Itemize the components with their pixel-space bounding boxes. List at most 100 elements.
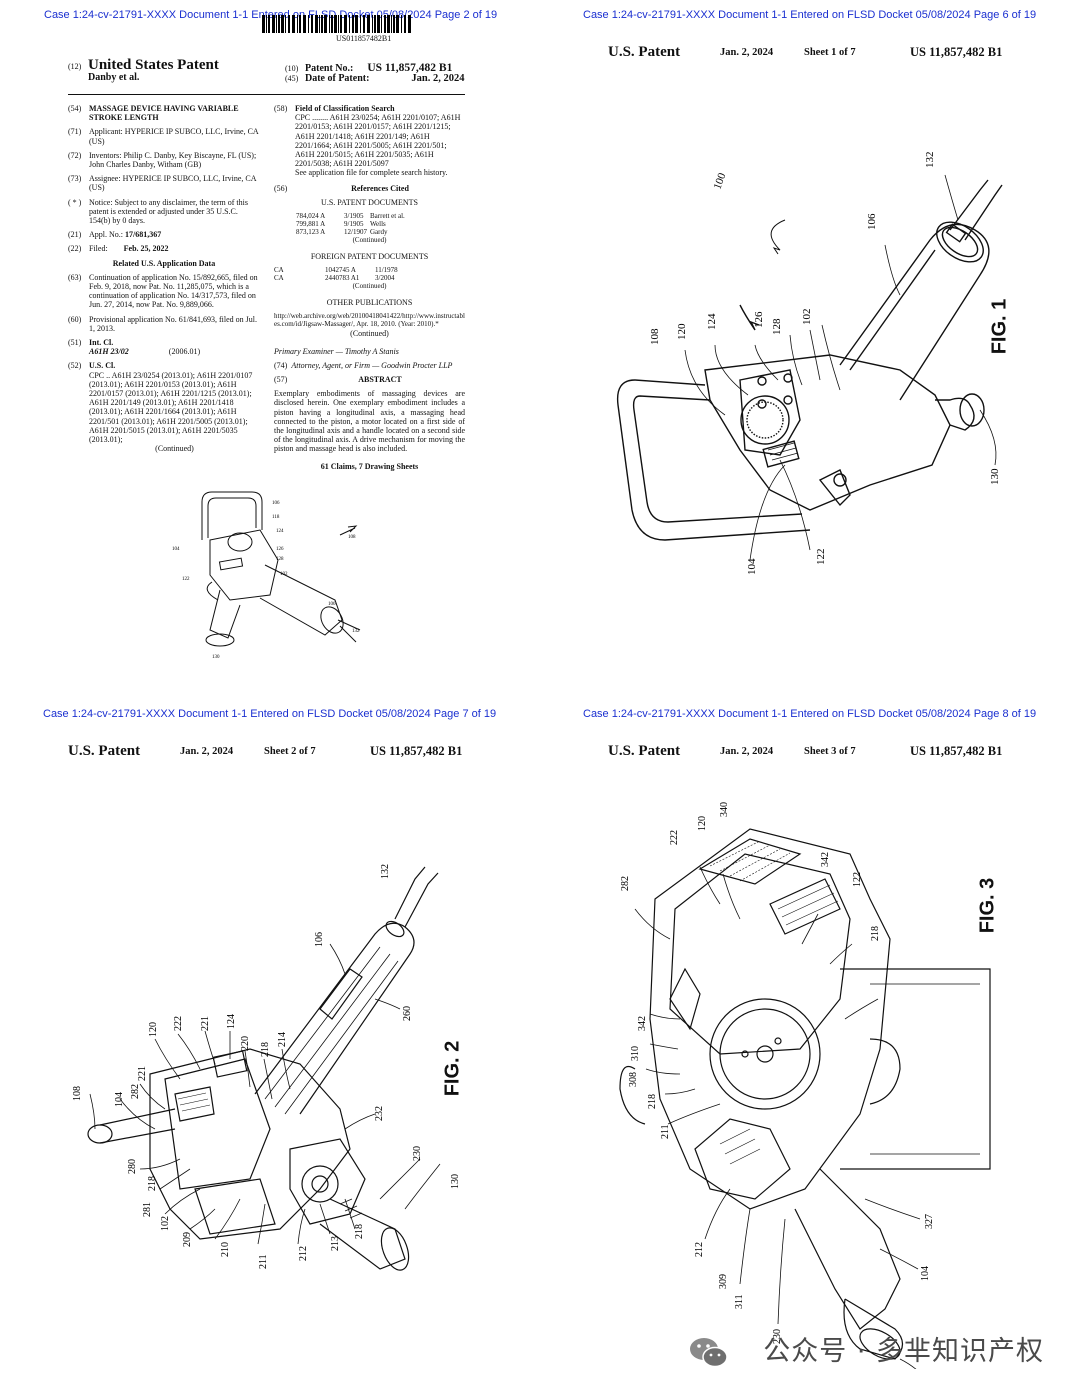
- ref-label: 132: [352, 629, 360, 634]
- other-pubs-title: OTHER PUBLICATIONS: [326, 298, 413, 308]
- f72-code: (72): [68, 150, 82, 160]
- ref-label: 211: [660, 1124, 671, 1139]
- ref-label: 282: [130, 1084, 141, 1099]
- int-cl-label: Int. Cl.: [89, 338, 114, 348]
- watermark: 公众号 · 多芈知识产权: [763, 1336, 1044, 1367]
- ref-label: 132: [380, 864, 391, 879]
- ref-label: 104: [746, 558, 758, 575]
- ref-label: 106: [866, 213, 878, 230]
- ref-no: 873,123 A: [296, 228, 326, 237]
- f60-code: (60): [68, 314, 82, 324]
- patent-title: United States Patent: [88, 57, 219, 73]
- ref-label: 212: [298, 1246, 309, 1261]
- ref-label: 211: [258, 1254, 269, 1269]
- ref-label: 128: [276, 557, 284, 562]
- ref-label: 126: [753, 311, 765, 328]
- figure-2-label: FIG. 2: [441, 1040, 464, 1097]
- sheet-date: Jan. 2, 2024: [720, 746, 774, 757]
- ref-label: 310: [630, 1046, 641, 1061]
- figure-2-drawing: 132 106 260 214 218 220 221 222 120 124 …: [72, 864, 461, 1271]
- notice: Subject to any disclaimer, the term of t…: [89, 197, 248, 226]
- continued-note: (Continued): [352, 282, 387, 291]
- ref-no: 1042745 A: [325, 266, 356, 275]
- figure-1-drawing: 100 132 106 102 126 128 124 120 108 130 …: [616, 152, 1003, 575]
- us-patent-label: U.S. Patent: [68, 743, 141, 759]
- ref-label: 118: [272, 515, 280, 520]
- patent-date: Jan. 2, 2024: [411, 73, 465, 85]
- sheet-number: Sheet 3 of 7: [804, 746, 856, 757]
- notice-code: ( * ): [68, 197, 82, 207]
- primary-examiner: Primary Examiner — Timothy A Stanis: [274, 346, 399, 356]
- claims-count: 61 Claims, 7 Drawing Sheets: [320, 461, 419, 471]
- ref-label: 108: [649, 328, 661, 345]
- abstract-title: ABSTRACT: [358, 375, 402, 385]
- ref-label: 212: [694, 1242, 705, 1257]
- ref-label: 230: [772, 1329, 783, 1344]
- field-search-note: See application file for complete search…: [295, 168, 448, 178]
- ref-country: CA: [274, 266, 284, 275]
- other-pubs: http://web.archive.org/web/2010041804142…: [274, 312, 465, 329]
- f74-code: (74): [274, 360, 288, 370]
- continued-note: (Continued): [350, 329, 389, 339]
- ref-label: 327: [924, 1214, 935, 1229]
- filed-date: Feb. 25, 2022: [123, 244, 169, 254]
- docket-header: Case 1:24-cv-21791-XXXX Document 1-1 Ent…: [44, 9, 498, 21]
- us-cl-label: U.S. Cl.: [89, 361, 116, 371]
- kind-code: (12): [68, 62, 82, 71]
- ref-label: 221: [137, 1066, 148, 1081]
- continued-note: (Continued): [352, 236, 387, 245]
- int-cl-year: (2006.01): [168, 347, 201, 357]
- figure-3-label: FIG. 3: [976, 877, 999, 934]
- sheet-date: Jan. 2, 2024: [180, 746, 234, 757]
- date-code: (45): [285, 74, 299, 84]
- us-docs-title: U.S. PATENT DOCUMENTS: [321, 197, 418, 207]
- ref-label: 124: [276, 529, 284, 534]
- ref-label: 100: [712, 171, 729, 191]
- applicant: HYPERICE IP SUBCO, LLC, Irvine, CA (US): [89, 127, 259, 146]
- ref-label: 104: [920, 1266, 931, 1281]
- drawing-sheet-3: Case 1:24-cv-21791-XXXX Document 1-1 Ent…: [540, 699, 1080, 1398]
- ref-label: 104: [114, 1092, 125, 1107]
- ref-label: 221: [200, 1016, 211, 1031]
- ref-label: 102: [160, 1216, 171, 1231]
- f52-code: (52): [68, 361, 82, 371]
- ref-label: 120: [148, 1022, 159, 1037]
- rule: [68, 94, 465, 95]
- sheet-header: U.S. Patent Jan. 2, 2024 Sheet 2 of 7 US…: [0, 743, 540, 763]
- ref-label: 218: [147, 1176, 158, 1191]
- ref-label: 311: [734, 1294, 745, 1309]
- provisional-data: Provisional application No. 61/841,693, …: [89, 314, 257, 333]
- applicant-label: Applicant:: [89, 127, 123, 137]
- docket-header: Case 1:24-cv-21791-XXXX Document 1-1 Ent…: [583, 708, 1037, 720]
- ref-label: 232: [374, 1106, 385, 1121]
- f51-code: (51): [68, 338, 82, 348]
- ref-label: 104: [172, 547, 180, 552]
- patent-number: US 11,857,482 B1: [367, 62, 453, 74]
- ref-label: 124: [226, 1014, 237, 1029]
- related-data-title: Related U.S. Application Data: [112, 258, 216, 268]
- ref-label: 218: [354, 1224, 365, 1239]
- ref-label: 220: [240, 1036, 251, 1051]
- barcode-text: US011857482B1: [336, 34, 392, 43]
- field-search-title: Field of Classification Search: [295, 104, 395, 113]
- ref-label: 128: [771, 318, 783, 335]
- ref-label: 210: [220, 1242, 231, 1257]
- ref-label: 102: [280, 572, 288, 577]
- sheet-header: U.S. Patent Jan. 2, 2024 Sheet 1 of 7 US…: [540, 44, 1080, 64]
- inventors-label: Inventors:: [89, 150, 122, 160]
- ref-name: Wells: [370, 220, 386, 229]
- f58-code: (58): [274, 104, 288, 113]
- ref-label: 230: [412, 1146, 423, 1161]
- ref-label: 124: [706, 313, 718, 330]
- ref-label: 309: [718, 1274, 729, 1289]
- figure-3-drawing: 340 120 222 282 342 122 218 342 310 308 …: [619, 802, 991, 1369]
- field-search-data: CPC ........ A61H 23/0254; A61H 2201/010…: [295, 113, 461, 169]
- wechat-icon: [690, 1338, 728, 1368]
- appl-no: 17/681,367: [125, 230, 162, 240]
- ref-label: 122: [182, 577, 190, 582]
- f71-code: (71): [68, 127, 82, 137]
